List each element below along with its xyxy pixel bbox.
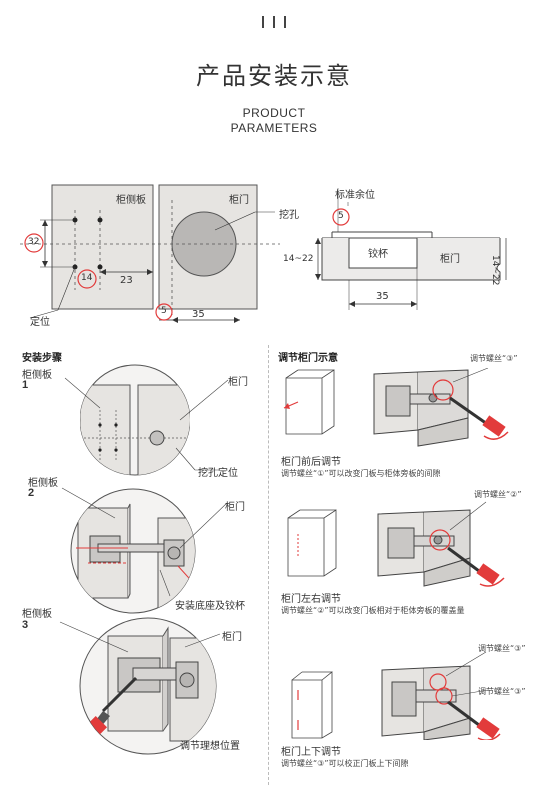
step3-illustration — [79, 617, 217, 755]
margin-label: 标准余位 — [335, 190, 375, 201]
step1-door-label: 柜门 — [228, 377, 248, 388]
step1-number: 1 — [22, 379, 29, 391]
step2-illustration — [70, 488, 196, 614]
step3-number: 3 — [22, 619, 29, 631]
thickness-right: 14~22 — [490, 255, 500, 286]
cup-label: 铰杯 — [368, 249, 388, 260]
adjust1-title: 柜门前后调节 — [281, 457, 341, 468]
side-panel-label: 柜侧板 — [116, 195, 146, 206]
hinge-cup — [348, 237, 418, 269]
subtitle-product: PRODUCT — [242, 106, 306, 120]
step3-side-label: 柜侧板 — [22, 609, 52, 620]
cup-hole-label: 挖孔 — [279, 210, 299, 221]
adjust1-illustration — [283, 368, 509, 447]
drilling-diagram — [20, 184, 507, 323]
thickness-left: 14~22 — [283, 254, 314, 264]
adjust2-title: 柜门左右调节 — [281, 594, 341, 605]
adjust3-desc: 调节螺丝“③”可以校正门板上下间隙 — [281, 759, 409, 768]
adjust3-title: 柜门上下调节 — [281, 747, 341, 758]
install-heading: 安装步骤 — [22, 353, 62, 364]
adjust1-screw-label: 调节螺丝“③” — [470, 354, 518, 363]
step1-side-label: 柜侧板 — [22, 370, 52, 381]
door-label-section: 柜门 — [440, 254, 460, 265]
adjust3-screw-label-bottom: 调节螺丝“③” — [478, 687, 526, 696]
adjust2-desc: 调节螺丝“②”可以改变门板相对于柜体旁板的覆盖量 — [281, 606, 465, 615]
adjust2-illustration — [287, 501, 505, 587]
side-panel — [51, 184, 154, 310]
adjust1-desc: 调节螺丝“①”可以改变门板与柜体旁板的间隙 — [281, 469, 441, 478]
adjust3-illustration — [291, 651, 501, 740]
dim-35-section: 35 — [376, 291, 389, 302]
subtitle-parameters: PARAMETERS — [230, 121, 318, 135]
step2-side-label: 柜侧板 — [28, 478, 58, 489]
step2-door-label: 柜门 — [225, 502, 245, 513]
dim-32: 32 — [28, 237, 40, 247]
door-label: 柜门 — [229, 195, 249, 206]
step2-number: 2 — [28, 487, 35, 499]
step3-door-label: 柜门 — [222, 632, 242, 643]
step3-caption: 调节理想位置 — [180, 741, 240, 752]
header-decoration-icon — [262, 16, 286, 28]
adjust2-screw-label: 调节螺丝“②” — [474, 490, 522, 499]
adjust3-screw-label-top: 调节螺丝“③” — [478, 644, 526, 653]
step1-caption: 挖孔定位 — [198, 468, 238, 479]
dim-5: 5 — [161, 306, 167, 316]
positioning-label: 定位 — [30, 317, 50, 328]
section-divider — [268, 345, 269, 785]
page-title: 产品安装示意 — [196, 62, 352, 90]
dim-35: 35 — [192, 309, 205, 320]
margin-5: 5 — [338, 211, 344, 221]
dim-23: 23 — [120, 275, 133, 286]
step2-caption: 安装底座及铰杯 — [175, 601, 245, 612]
dim-14: 14 — [81, 273, 93, 283]
step1-illustration — [80, 364, 190, 476]
adjust-heading: 调节柜门示意 — [278, 353, 338, 364]
